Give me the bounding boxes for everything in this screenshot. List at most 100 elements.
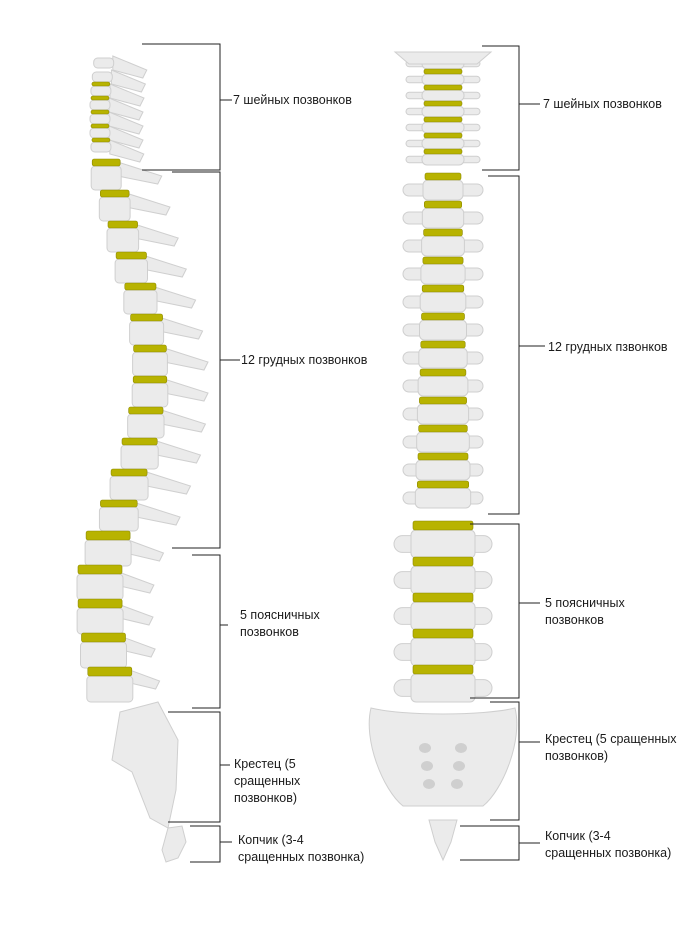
vertebral-body bbox=[414, 487, 472, 509]
intervertebral-disc bbox=[423, 132, 463, 139]
vertebral-body bbox=[98, 506, 139, 532]
vertebral-body bbox=[417, 375, 469, 397]
sacrum bbox=[111, 701, 179, 829]
intervertebral-disc bbox=[81, 632, 126, 643]
intervertebral-disc bbox=[423, 68, 463, 75]
bracket-side-sacrum bbox=[168, 711, 230, 823]
intervertebral-disc bbox=[90, 95, 110, 101]
intervertebral-disc bbox=[421, 284, 465, 293]
spinous-process bbox=[145, 471, 192, 495]
vertebral-body bbox=[421, 73, 465, 86]
vertebral-body bbox=[120, 444, 159, 470]
intervertebral-disc bbox=[423, 116, 463, 123]
bracket-front-cervical bbox=[482, 45, 540, 171]
intervertebral-disc bbox=[90, 123, 110, 129]
intervertebral-disc bbox=[422, 256, 464, 265]
sacral-foramen bbox=[455, 743, 467, 753]
bracket-front-coccyx bbox=[460, 825, 540, 861]
bracket-side-thoracic bbox=[172, 171, 240, 549]
intervertebral-disc bbox=[107, 220, 138, 229]
spinous-process bbox=[125, 192, 171, 216]
label-side-coccyx: Копчик (3-4 сращенных позвонка) bbox=[238, 832, 364, 866]
vertebral-body bbox=[410, 529, 476, 559]
bracket-front-thoracic bbox=[488, 175, 545, 515]
bracket-side-lumbar bbox=[192, 554, 228, 709]
intervertebral-disc bbox=[100, 189, 130, 198]
vertebral-body bbox=[89, 127, 111, 139]
vertebral-body bbox=[129, 320, 165, 346]
vertebral-body bbox=[416, 431, 470, 453]
intervertebral-disc bbox=[85, 530, 131, 541]
intervertebral-disc bbox=[77, 598, 123, 609]
intervertebral-disc bbox=[121, 437, 158, 446]
intervertebral-disc bbox=[419, 368, 467, 377]
spine-side-view bbox=[76, 55, 209, 863]
intervertebral-disc bbox=[421, 312, 465, 321]
vertebral-body bbox=[421, 235, 465, 257]
intervertebral-disc bbox=[77, 564, 123, 575]
label-side-cervical: 7 шейных позвонков bbox=[233, 93, 352, 107]
spinous-process bbox=[135, 502, 181, 526]
intervertebral-disc bbox=[418, 424, 468, 433]
intervertebral-disc bbox=[91, 158, 121, 167]
bracket-front-sacrum bbox=[490, 701, 540, 821]
spinous-process bbox=[163, 378, 209, 402]
vertebral-body bbox=[123, 289, 158, 315]
sacral-foramen bbox=[421, 761, 433, 771]
intervertebral-disc bbox=[412, 592, 474, 603]
spinous-process bbox=[133, 223, 179, 247]
vertebral-body bbox=[421, 105, 465, 118]
intervertebral-disc bbox=[124, 282, 157, 291]
intervertebral-disc bbox=[423, 84, 463, 91]
label-front-lumbar-line2: позвонков bbox=[545, 613, 604, 627]
intervertebral-disc bbox=[91, 137, 111, 143]
vertebral-body bbox=[421, 153, 465, 166]
region-brackets bbox=[142, 43, 545, 863]
label-side-sacrum: Крестец (5 сращенных позвонков) bbox=[234, 756, 300, 807]
vertebral-body bbox=[80, 641, 127, 669]
vertebral-body bbox=[86, 675, 134, 703]
label-side-lumbar-line1: 5 поясничных bbox=[240, 608, 320, 622]
vertebral-body bbox=[410, 565, 476, 595]
spinous-process bbox=[158, 316, 204, 340]
intervertebral-disc bbox=[130, 313, 163, 322]
label-side-lumbar-line2: позвонков bbox=[240, 625, 299, 639]
intervertebral-disc bbox=[132, 375, 168, 384]
intervertebral-disc bbox=[412, 628, 474, 639]
intervertebral-disc bbox=[424, 172, 462, 181]
vertebral-body bbox=[131, 382, 169, 408]
vertebral-body bbox=[89, 113, 111, 125]
vertebral-body bbox=[410, 637, 476, 667]
label-front-coccyx: Копчик (3-4 сращенных позвонка) bbox=[545, 828, 671, 862]
intervertebral-disc bbox=[91, 81, 111, 87]
vertebral-body bbox=[419, 319, 467, 341]
spinous-process bbox=[160, 409, 207, 433]
intervertebral-disc bbox=[412, 556, 474, 567]
spinous-process bbox=[151, 285, 197, 309]
sacral-foramen bbox=[419, 743, 431, 753]
intervertebral-disc bbox=[115, 251, 147, 260]
spine-front-view bbox=[368, 51, 518, 862]
vertebral-body bbox=[127, 413, 165, 439]
label-side-thoracic: 12 грудных позвонков bbox=[241, 353, 368, 367]
atlas bbox=[393, 51, 493, 65]
label-front-sacrum-line2: позвонков) bbox=[545, 749, 609, 763]
intervertebral-disc bbox=[128, 406, 164, 415]
vertebral-body bbox=[418, 347, 468, 369]
intervertebral-disc bbox=[100, 499, 138, 508]
vertebral-body bbox=[416, 403, 470, 425]
label-side-coccyx-line1: Копчик (3-4 bbox=[238, 833, 304, 847]
label-front-lumbar-line1: 5 поясничных bbox=[545, 596, 625, 610]
vertebral-body bbox=[106, 227, 140, 253]
label-front-coccyx-line2: сращенных позвонка) bbox=[545, 846, 672, 860]
intervertebral-disc bbox=[110, 468, 148, 477]
spinous-process bbox=[117, 161, 163, 185]
vertebral-body bbox=[76, 573, 124, 601]
vertebral-body bbox=[76, 607, 124, 635]
vertebral-body bbox=[421, 89, 465, 102]
intervertebral-disc bbox=[417, 452, 469, 461]
bracket-side-cervical bbox=[142, 43, 232, 171]
vertebral-body bbox=[421, 207, 465, 229]
vertebral-body bbox=[98, 196, 131, 222]
spinous-process bbox=[155, 440, 202, 464]
